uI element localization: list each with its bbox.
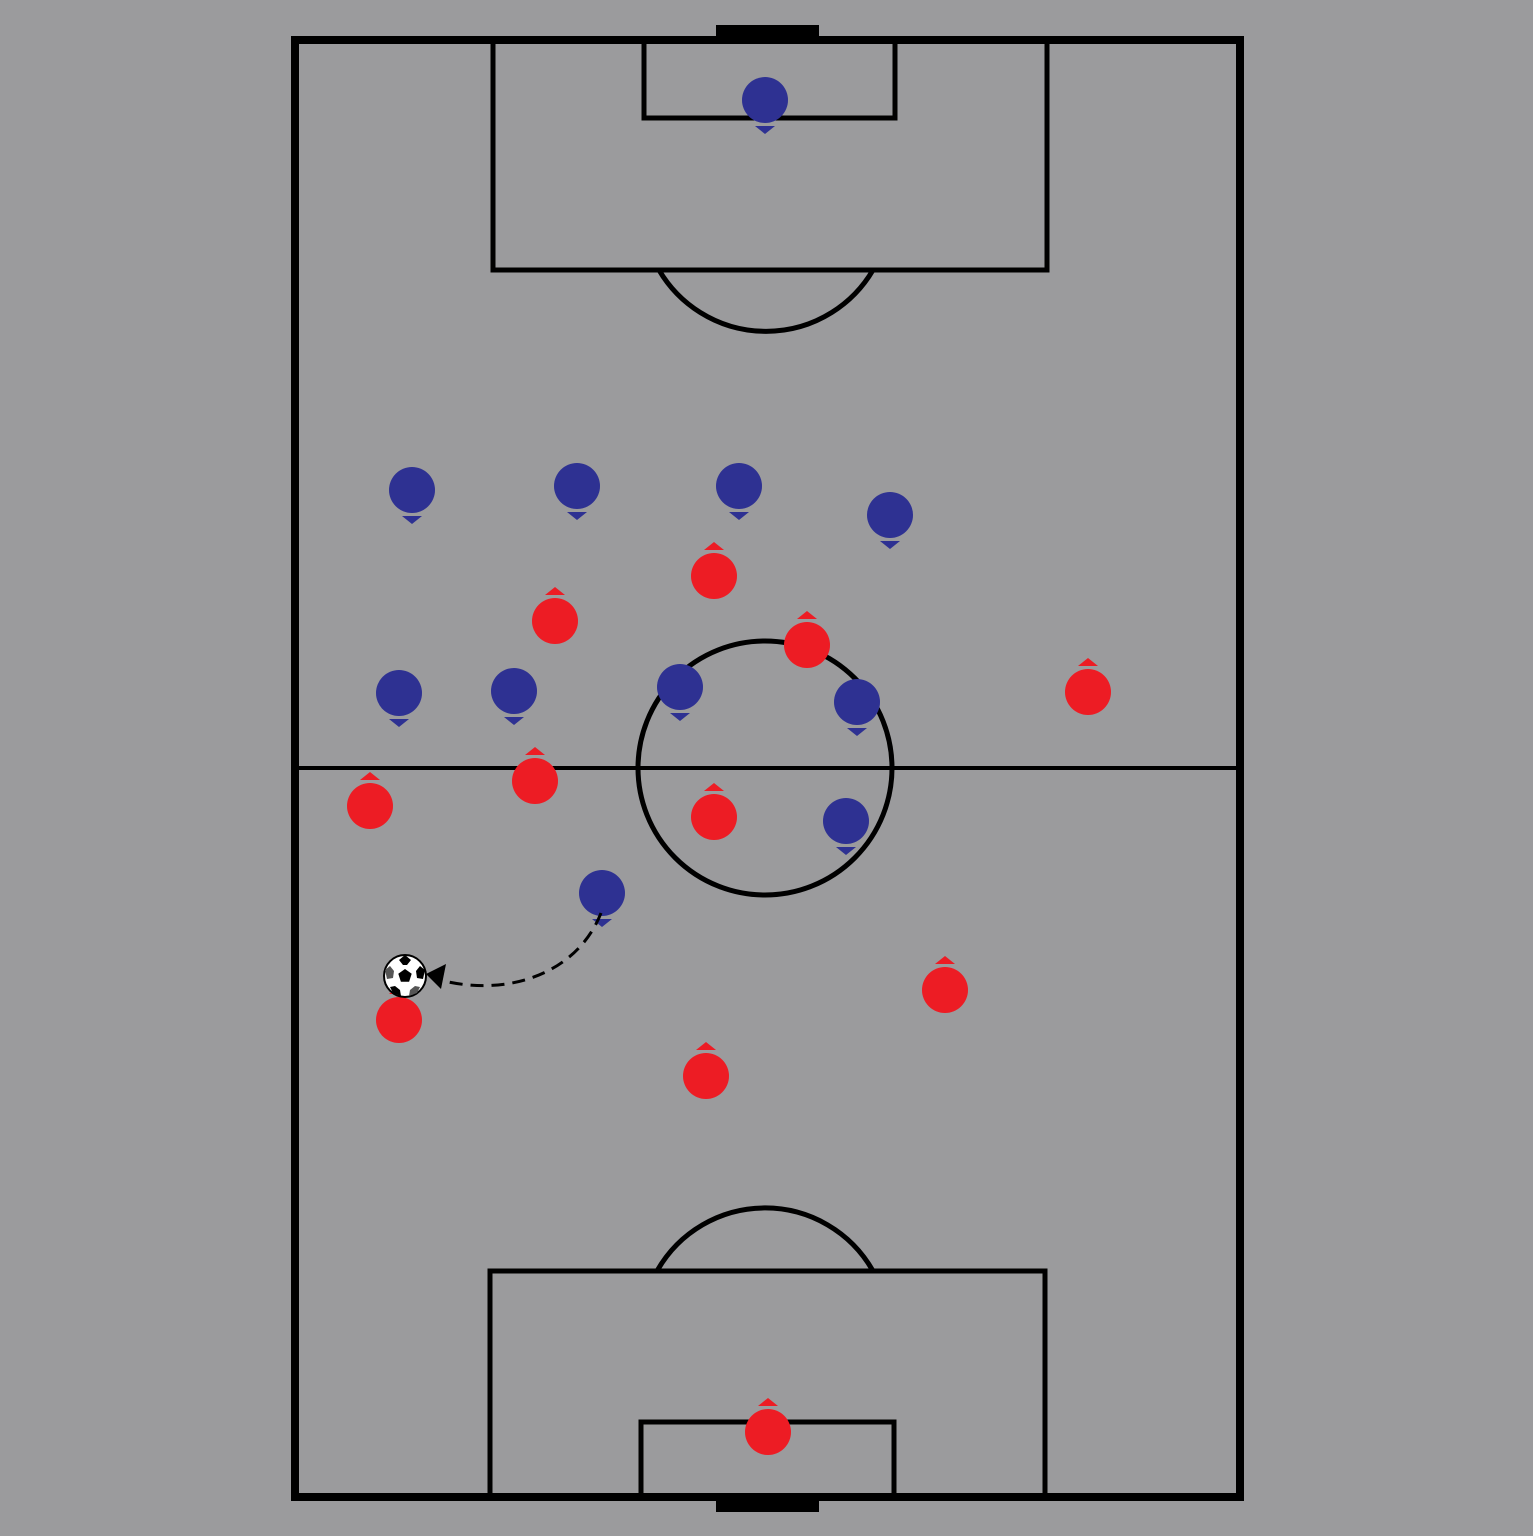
blue-player-8: [834, 679, 880, 736]
direction-arrow-icon: [525, 747, 545, 755]
direction-arrow-icon: [935, 956, 955, 964]
red-player-5: [347, 772, 393, 829]
arrowhead-icon: [426, 964, 446, 989]
direction-arrow-icon: [755, 126, 775, 134]
direction-arrow-icon: [797, 611, 817, 619]
blue-player-4: [867, 492, 913, 549]
direction-arrow-icon: [402, 516, 422, 524]
red-goalkeeper: [745, 1398, 791, 1455]
center-circle: [635, 638, 895, 898]
blue-player-6: [491, 668, 537, 725]
blue-player-1: [389, 467, 435, 524]
red-team: [347, 542, 1111, 1455]
direction-arrow-icon: [758, 1398, 778, 1406]
red-player-8: [922, 956, 968, 1013]
blue-player-5: [376, 670, 422, 727]
blue-player-9: [823, 798, 869, 855]
direction-arrow-icon: [696, 1042, 716, 1050]
direction-arrow-icon: [545, 587, 565, 595]
direction-arrow-icon: [729, 512, 749, 520]
pass-arrow: [426, 912, 603, 989]
dashed-movement-path: [439, 912, 603, 988]
red-player-1: [691, 542, 737, 599]
direction-arrow-icon: [389, 719, 409, 727]
direction-arrow-icon: [1078, 658, 1098, 666]
direction-arrow-icon: [847, 728, 867, 736]
red-player-6: [512, 747, 558, 804]
blue-goalkeeper: [742, 77, 788, 134]
direction-arrow-icon: [360, 772, 380, 780]
red-player-4: [1065, 658, 1111, 715]
bottom-penalty-arc: [654, 1205, 876, 1273]
soccer-ball-icon: [383, 954, 427, 998]
direction-arrow-icon: [880, 541, 900, 549]
direction-arrow-icon: [504, 717, 524, 725]
red-player-2: [532, 587, 578, 644]
top-goal: [716, 25, 819, 37]
direction-arrow-icon: [836, 847, 856, 855]
red-player-9: [683, 1042, 729, 1099]
blue-team: [376, 77, 913, 927]
top-penalty-arc: [656, 268, 876, 334]
direction-arrow-icon: [704, 542, 724, 550]
direction-arrow-icon: [704, 783, 724, 791]
blue-player-2: [554, 463, 600, 520]
bottom-goal: [716, 1500, 819, 1512]
red-player-3: [784, 611, 830, 668]
direction-arrow-icon: [670, 713, 690, 721]
blue-player-3: [716, 463, 762, 520]
red-player-7: [691, 783, 737, 840]
blue-player-7: [657, 664, 703, 721]
direction-arrow-icon: [567, 512, 587, 520]
